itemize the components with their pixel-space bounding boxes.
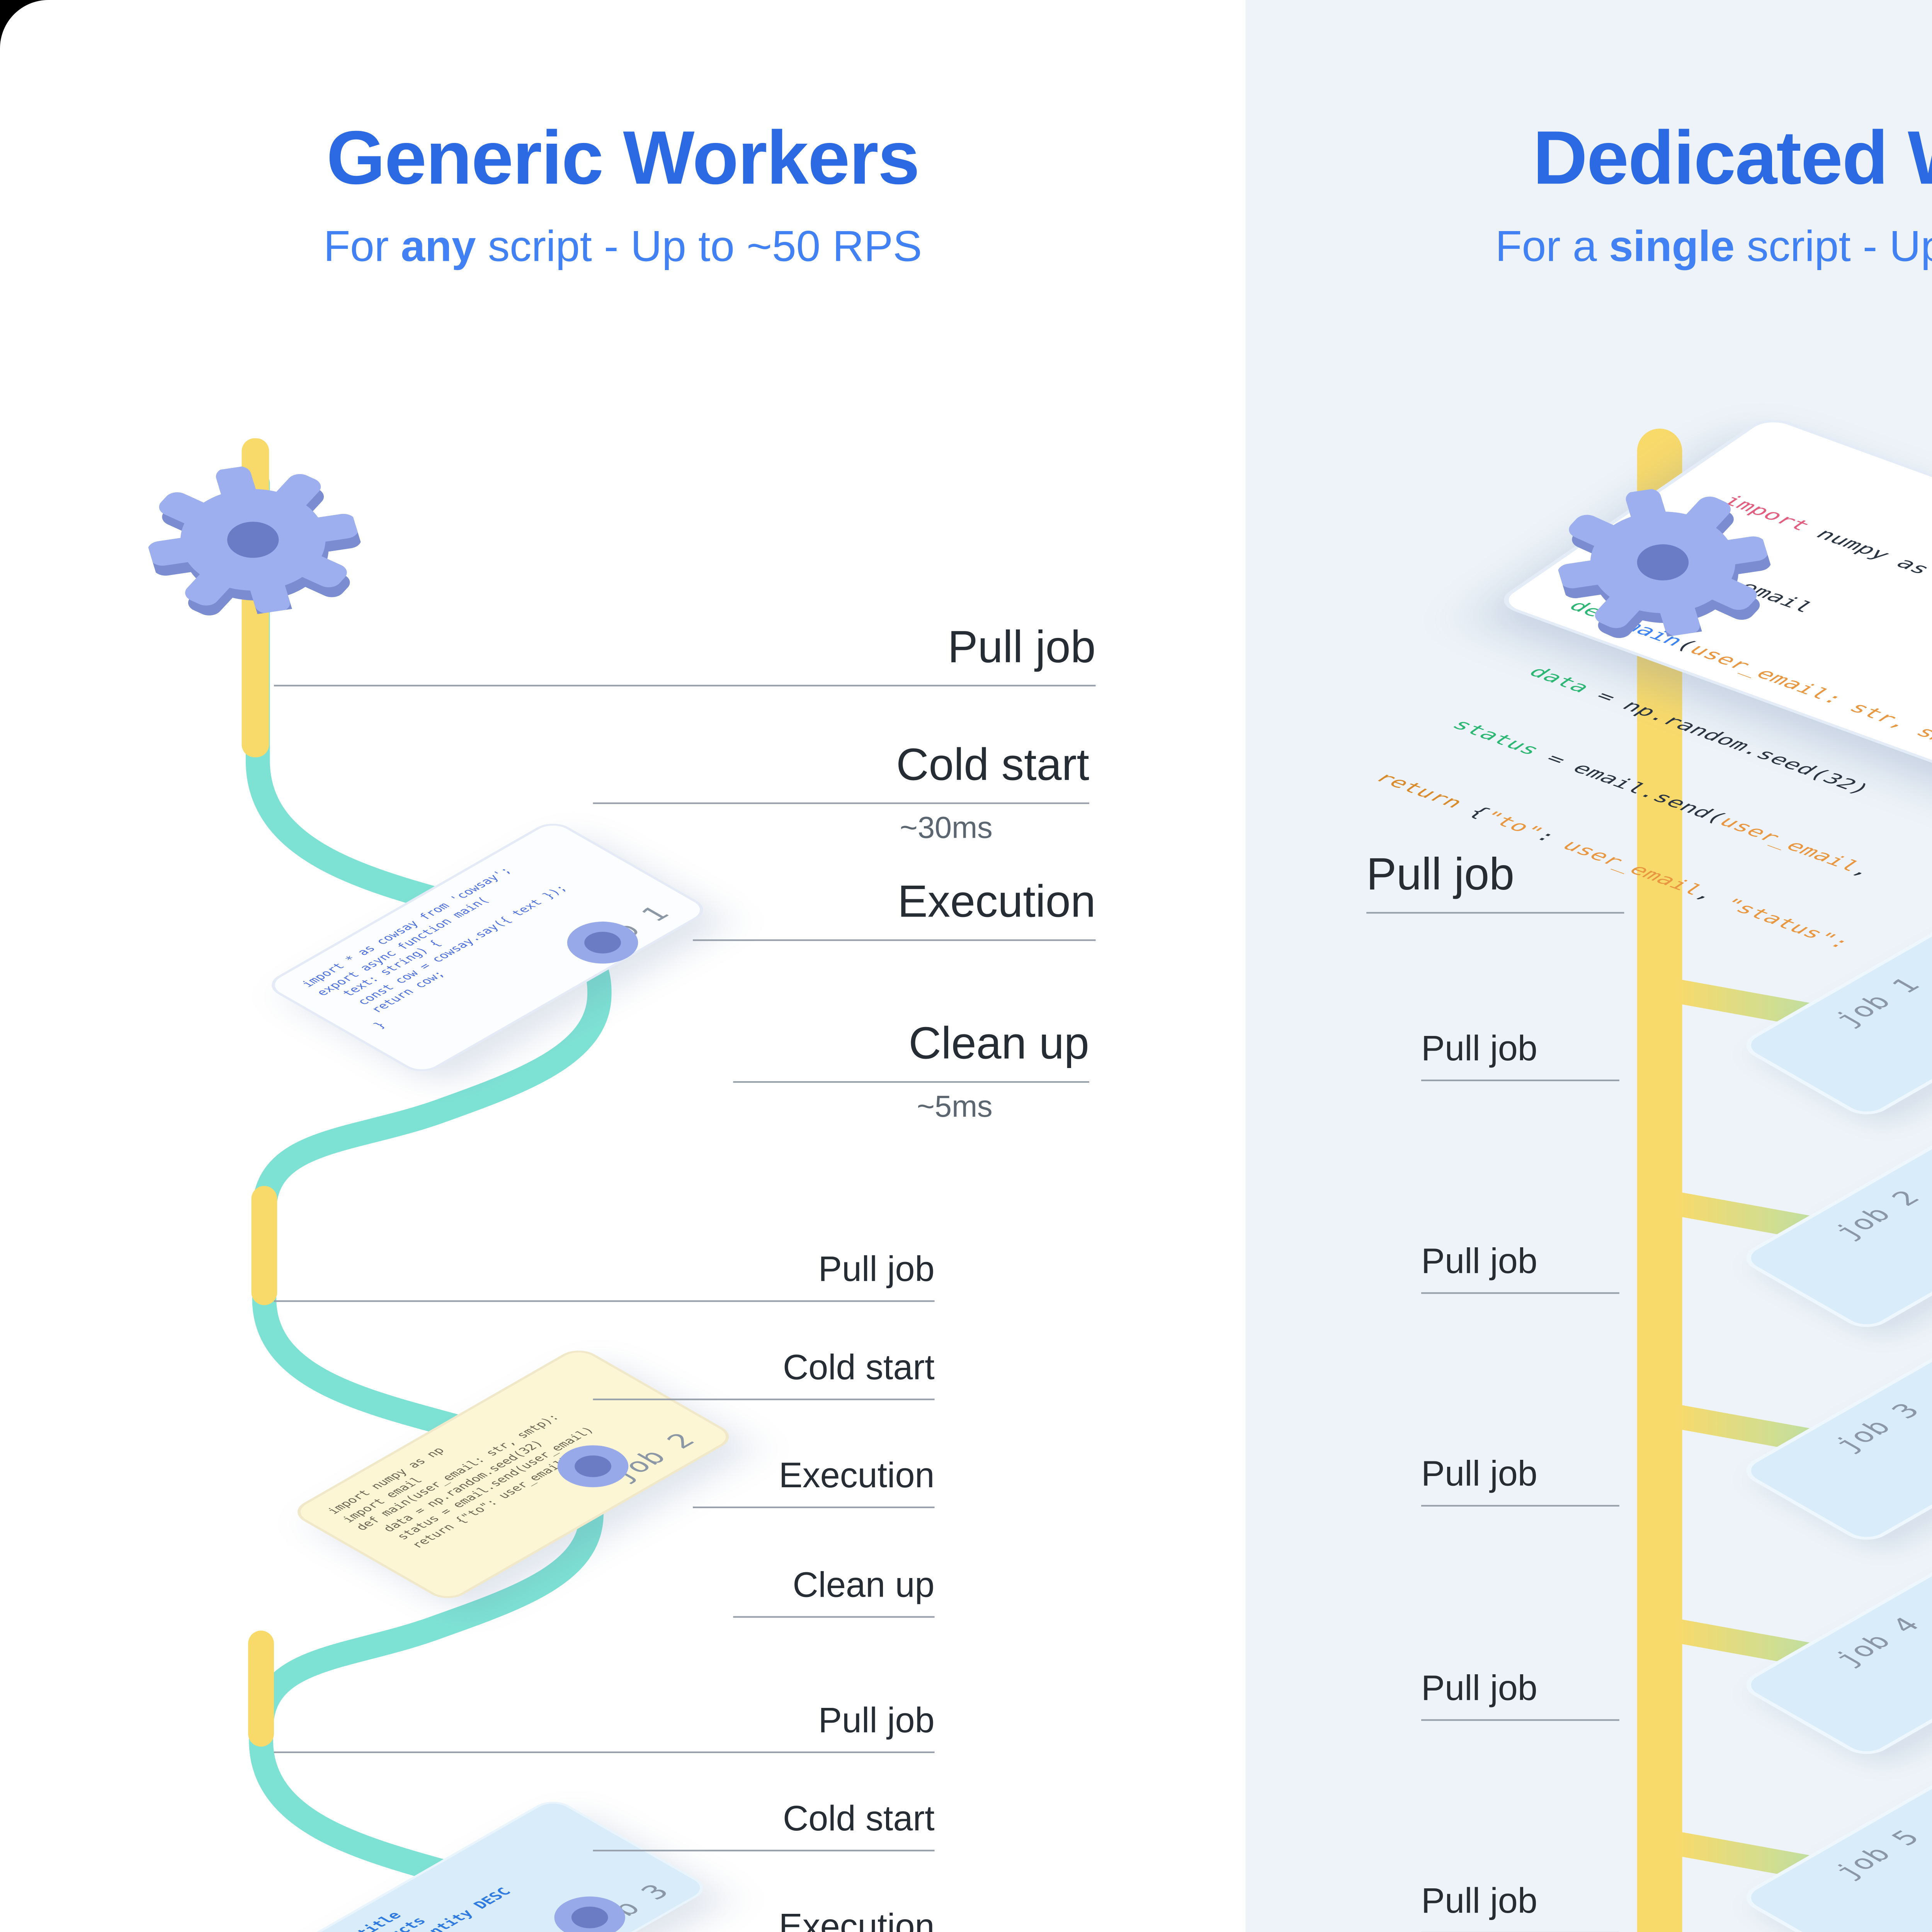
dedicated-workers-title: Dedicated Workers bbox=[1532, 114, 1932, 200]
job-dot bbox=[567, 922, 638, 964]
timeline-rule bbox=[1366, 912, 1624, 914]
step-pull-job: Pull job bbox=[274, 1697, 935, 1753]
step-cold-start: Cold start bbox=[593, 1795, 935, 1852]
step-clean-up: Clean up~5ms bbox=[733, 1014, 1089, 1125]
step-pull-job: Pull job bbox=[1421, 1665, 1619, 1721]
subtitle-bold: single bbox=[1609, 222, 1735, 271]
step-execution: Execution bbox=[693, 1452, 935, 1509]
dedicated-worker-ribbon bbox=[1637, 429, 1682, 1932]
subtitle-prefix: For bbox=[323, 222, 401, 271]
generic-flow-path bbox=[245, 471, 612, 1932]
dedicated-workers-header: Dedicated Workers For a single script - … bbox=[1245, 113, 1932, 272]
duration-note: ~5ms bbox=[917, 1091, 993, 1125]
step-cold-start: Cold start bbox=[593, 1344, 935, 1400]
timeline-rule bbox=[693, 1506, 935, 1509]
step-pull-job: Pull job bbox=[1421, 1877, 1619, 1932]
step-pull-job: Pull job bbox=[1421, 1450, 1619, 1507]
subtitle-prefix: For a bbox=[1495, 222, 1609, 271]
step-pull-job: Pull job bbox=[1366, 844, 1624, 914]
dedicated-panel-background bbox=[1245, 0, 1932, 1932]
timeline-rule bbox=[1421, 1079, 1619, 1082]
subtitle-bold: any bbox=[401, 222, 476, 271]
step-pull-job: Pull job bbox=[274, 1245, 935, 1302]
pull-segment bbox=[251, 1186, 277, 1305]
gear-icon bbox=[129, 452, 378, 627]
step-pull-job: Pull job bbox=[274, 617, 1096, 687]
step-execution: Execution bbox=[693, 872, 1096, 941]
timeline-rule bbox=[274, 685, 1096, 687]
timeline-rule bbox=[1421, 1292, 1619, 1294]
generic-workers-header: Generic Workers For any script - Up to ~… bbox=[0, 113, 1245, 272]
duration-note: ~30ms bbox=[900, 812, 993, 846]
step-pull-job: Pull job bbox=[1421, 1025, 1619, 1082]
dedicated-workers-subtitle: For a single script - Up to ~1,000 RPS bbox=[1245, 222, 1932, 272]
timeline-rule bbox=[593, 1850, 935, 1852]
job-dot bbox=[554, 1896, 625, 1932]
subtitle-suffix: script - Up to ~1,000 RPS bbox=[1747, 222, 1932, 271]
timeline-rule bbox=[693, 939, 1096, 941]
step-pull-job: Pull job bbox=[1421, 1238, 1619, 1294]
gear-icon bbox=[1538, 475, 1787, 650]
timeline-rule bbox=[1421, 1719, 1619, 1721]
timeline-rule bbox=[274, 1751, 935, 1753]
generic-workers-subtitle: For any script - Up to ~50 RPS bbox=[0, 222, 1245, 272]
timeline-rule bbox=[274, 1300, 935, 1302]
pull-segment bbox=[248, 1631, 274, 1747]
timeline-rule bbox=[593, 802, 1089, 804]
timeline-rule bbox=[593, 1398, 935, 1400]
generic-workers-title: Generic Workers bbox=[326, 114, 920, 200]
timeline-rule bbox=[733, 1081, 1089, 1083]
job-dot bbox=[557, 1445, 629, 1487]
step-cold-start: Cold start~30ms bbox=[593, 735, 1089, 846]
step-execution: Execution bbox=[779, 1906, 935, 1932]
timeline-rule bbox=[733, 1616, 935, 1618]
step-clean-up: Clean up bbox=[733, 1561, 935, 1618]
timeline-rule bbox=[1421, 1505, 1619, 1507]
subtitle-suffix: script - Up to ~50 RPS bbox=[476, 222, 922, 271]
